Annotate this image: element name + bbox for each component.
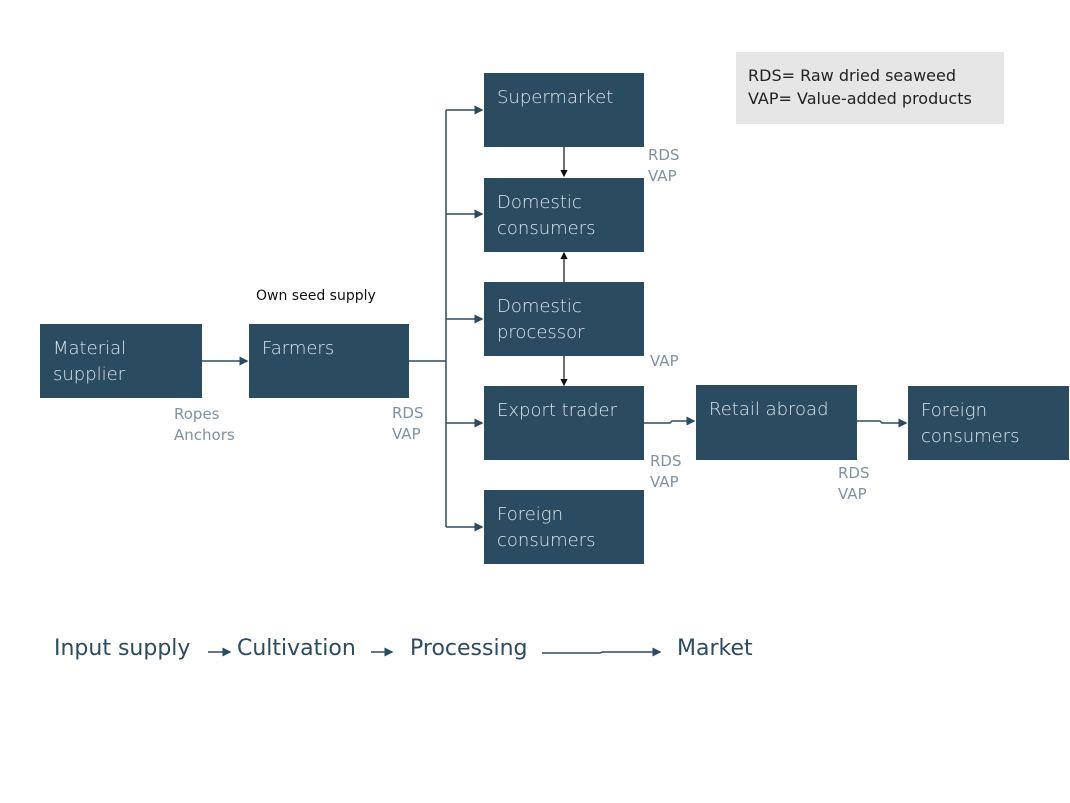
node-material-supplier: Material supplier bbox=[40, 324, 202, 398]
node-text: Retail abroad bbox=[709, 399, 829, 420]
supermarket-rds-label: RDS bbox=[648, 146, 680, 164]
node-supermarket: Supermarket bbox=[484, 73, 644, 147]
stage-cultivation: Cultivation bbox=[237, 636, 356, 661]
ropes-label: Ropes bbox=[174, 405, 220, 423]
node-domestic-processor: Domestic processor bbox=[484, 282, 644, 356]
node-text: consumers bbox=[497, 218, 596, 239]
legend-vap: VAP= Value-added products bbox=[748, 89, 972, 108]
retail-rds-label: RDS bbox=[838, 464, 870, 482]
node-text: Foreign bbox=[497, 504, 564, 525]
export-rds-label: RDS bbox=[650, 452, 682, 470]
stage-input-supply: Input supply bbox=[54, 636, 191, 661]
node-text: Domestic bbox=[497, 192, 582, 213]
node-domestic-consumers: Domestic consumers bbox=[484, 178, 644, 252]
processor-vap-label: VAP bbox=[650, 352, 679, 370]
retail-vap-label: VAP bbox=[838, 485, 867, 503]
legend-rds: RDS= Raw dried seaweed bbox=[748, 66, 957, 85]
supermarket-vap-label: VAP bbox=[648, 167, 677, 185]
own-seed-supply-label: Own seed supply bbox=[256, 288, 376, 304]
node-text: processor bbox=[497, 322, 585, 343]
node-text: Export trader bbox=[497, 400, 618, 421]
node-text: Material bbox=[53, 338, 127, 359]
node-retail-abroad: Retail abroad bbox=[696, 385, 857, 460]
farmers-vap-label: VAP bbox=[392, 425, 421, 443]
stage-market: Market bbox=[677, 636, 753, 661]
node-foreign-consumers-1: Foreign consumers bbox=[484, 490, 644, 564]
farmers-rds-label: RDS bbox=[392, 404, 424, 422]
legend-box: RDS= Raw dried seaweed VAP= Value-added … bbox=[736, 52, 1004, 124]
node-text: Farmers bbox=[262, 338, 335, 359]
node-export-trader: Export trader bbox=[484, 386, 644, 460]
node-text: Foreign bbox=[921, 400, 988, 421]
node-foreign-consumers-2: Foreign consumers bbox=[908, 386, 1069, 460]
stage-processing: Processing bbox=[410, 636, 528, 661]
node-farmers: Farmers bbox=[249, 324, 409, 398]
node-text: supplier bbox=[53, 364, 126, 385]
node-text: Supermarket bbox=[497, 87, 614, 108]
node-text: Domestic bbox=[497, 296, 582, 317]
anchors-label: Anchors bbox=[174, 426, 235, 444]
node-text: consumers bbox=[921, 426, 1020, 447]
export-vap-label: VAP bbox=[650, 473, 679, 491]
node-text: consumers bbox=[497, 530, 596, 551]
